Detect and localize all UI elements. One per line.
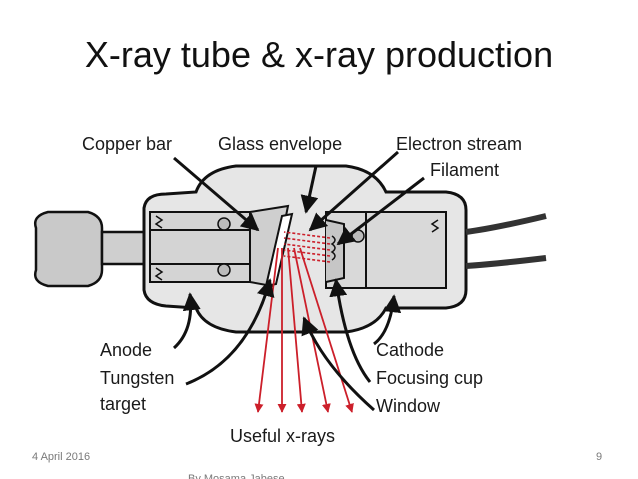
label-cathode: Cathode	[376, 340, 444, 360]
glass-envelope-pointer	[300, 165, 319, 214]
cathode-block	[325, 211, 447, 289]
cathode-pointer	[373, 294, 402, 346]
xray-tube-svg: Copper bar Glass envelope Electron strea…	[34, 134, 547, 446]
anode-screw-top	[217, 217, 231, 231]
copper-bar-pointer	[173, 156, 260, 232]
cable-bottom	[465, 255, 547, 269]
anode-screw-bottom	[217, 263, 231, 277]
label-copper-bar: Copper bar	[82, 134, 172, 154]
anode-pointer	[172, 292, 201, 350]
label-glass-envelope: Glass envelope	[218, 134, 342, 154]
footer-author: By Mosama Jabese	[188, 473, 285, 479]
cable-top	[465, 213, 547, 235]
focusing-cup	[325, 219, 345, 283]
label-useful-xrays: Useful x-rays	[230, 426, 335, 446]
label-focusing-cup: Focusing cup	[376, 368, 483, 388]
anode-cap	[34, 210, 104, 288]
slide-title: X-ray tube & x-ray production	[84, 34, 554, 75]
label-filament: Filament	[430, 160, 499, 180]
label-electron-stream: Electron stream	[396, 134, 522, 154]
label-tungsten-line1: Tungsten	[100, 368, 174, 388]
window-pointer	[301, 316, 375, 412]
label-anode: Anode	[100, 340, 152, 360]
useful-xrays-beam	[254, 247, 354, 413]
anode-stem	[100, 230, 150, 266]
tungsten-target-pointer	[185, 278, 275, 386]
xray-tube-diagram: Copper bar Glass envelope Electron strea…	[26, 120, 554, 452]
footer-date: 4 April 2016	[32, 451, 91, 463]
electron-stream-pointer	[308, 150, 399, 232]
anode-block	[149, 211, 251, 283]
filament	[330, 235, 336, 261]
filament-pointer	[336, 176, 425, 246]
footer-page-number: 9	[596, 451, 603, 463]
tungsten-target	[264, 212, 294, 288]
electron-stream	[283, 231, 331, 263]
focusing-cup-pointer	[329, 278, 372, 383]
label-window: Window	[376, 396, 441, 416]
label-tungsten-line2: target	[100, 394, 146, 414]
